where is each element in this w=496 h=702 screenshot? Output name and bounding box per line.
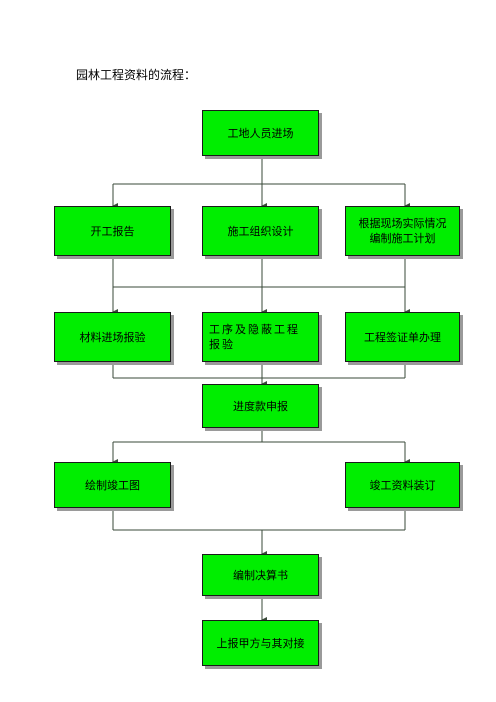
node-completion-binding-label: 竣工资料装订 — [369, 478, 436, 492]
node-final-account: 编制决算书 — [202, 554, 319, 596]
node-process-inspection-label: 工序及隐蔽工程报验 — [209, 323, 300, 351]
node-visa-processing: 工程签证单办理 — [345, 312, 460, 362]
node-construction-design: 施工组织设计 — [202, 206, 319, 256]
node-handover: 上报甲方与其对接 — [202, 620, 319, 666]
node-site-entry-label: 工地人员进场 — [227, 126, 294, 140]
node-start-report: 开工报告 — [54, 206, 171, 256]
node-final-account-label: 编制决算书 — [233, 568, 288, 582]
node-construction-plan: 根据现场实际情况编制施工计划 — [345, 206, 460, 256]
node-handover-label: 上报甲方与其对接 — [216, 636, 305, 650]
node-as-built-drawing: 绘制竣工图 — [54, 462, 171, 508]
node-construction-plan-label: 根据现场实际情况编制施工计划 — [358, 217, 447, 245]
node-as-built-drawing-label: 绘制竣工图 — [85, 478, 140, 492]
node-progress-payment-label: 进度款申报 — [233, 399, 288, 413]
node-progress-payment: 进度款申报 — [202, 384, 319, 428]
node-process-inspection: 工序及隐蔽工程报验 — [202, 312, 319, 362]
node-material-inspection-label: 材料进场报验 — [79, 330, 146, 344]
node-visa-processing-label: 工程签证单办理 — [364, 330, 441, 344]
node-material-inspection: 材料进场报验 — [54, 312, 171, 362]
node-construction-design-label: 施工组织设计 — [227, 224, 294, 238]
node-site-entry: 工地人员进场 — [202, 110, 319, 156]
page-title: 园林工程资料的流程： — [76, 68, 197, 82]
node-start-report-label: 开工报告 — [90, 224, 135, 238]
node-completion-binding: 竣工资料装订 — [345, 462, 460, 508]
